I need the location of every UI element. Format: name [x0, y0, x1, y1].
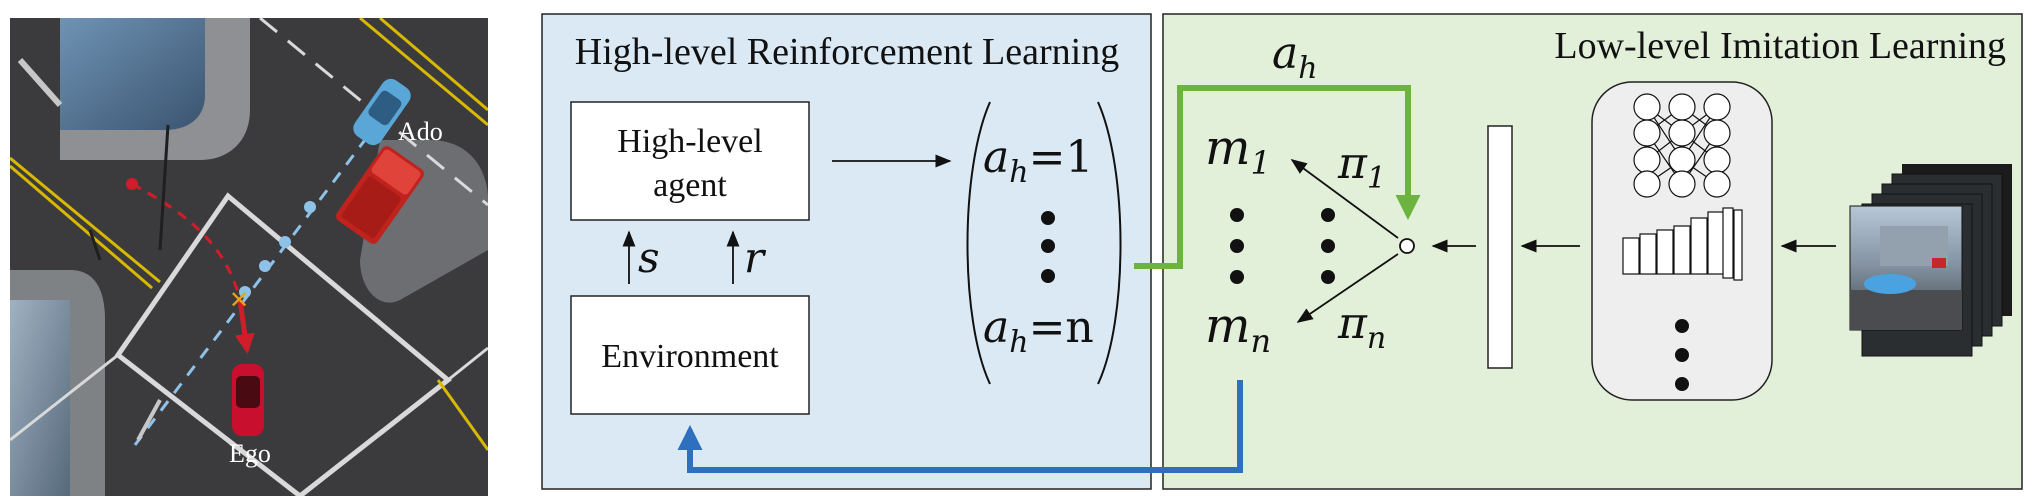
driving-scene: ✕ Ado Ego — [10, 18, 488, 496]
camera-image-front — [1849, 205, 1963, 331]
ado-waypoint — [259, 260, 271, 272]
network-ellipsis-dot — [1675, 377, 1689, 391]
high-level-title: High-level Reinforcement Learning — [575, 31, 1119, 73]
low-level-title: Low-level Imitation Learning — [1554, 25, 2006, 67]
environment-label: Environment — [601, 338, 779, 375]
mode-ellipsis-dot — [1230, 239, 1244, 253]
agent-label-line2: agent — [653, 167, 727, 204]
policy-ellipsis-dot — [1321, 239, 1335, 253]
ado-waypoint — [304, 201, 316, 213]
policy-arrow-last — [1296, 253, 1399, 323]
lane-yellow-3 — [359, 18, 488, 127]
mode-ellipsis-dot — [1230, 208, 1244, 222]
action-vector-right-paren — [1097, 101, 1122, 385]
action-first: ah=1 — [983, 132, 1093, 190]
mode-ellipsis-dot — [1230, 270, 1244, 284]
policy-last-label: πn — [1337, 298, 1386, 356]
action-vector-left-paren — [966, 101, 991, 385]
lot-outline — [114, 192, 452, 496]
policy-ellipsis-dot — [1321, 270, 1335, 284]
ado-car — [353, 78, 411, 146]
selected-action-label: ah — [1272, 28, 1318, 86]
ego-label: Ego — [229, 439, 271, 468]
lane-yellow-2 — [10, 164, 153, 290]
lane-white-3 — [447, 346, 488, 382]
cnn-icon — [1622, 207, 1743, 281]
policy-ellipsis-dot — [1321, 208, 1335, 222]
network-ellipsis-dot — [1675, 348, 1689, 362]
building-left — [10, 300, 70, 496]
red-truck — [336, 146, 424, 244]
mode-first: m1 — [1205, 120, 1271, 182]
building-top — [60, 18, 205, 130]
lane-white-2 — [10, 353, 119, 442]
mlp-icon — [1633, 93, 1731, 198]
policy-arrow-first — [1290, 159, 1399, 239]
reward-symbol: r — [744, 233, 767, 282]
ado-label: Ado — [398, 117, 443, 146]
pole — [158, 124, 170, 251]
environment-box — [570, 295, 810, 415]
lane-yellow-4 — [379, 18, 488, 112]
policy-first-label: π1 — [1337, 138, 1386, 196]
action-last: ah=n — [983, 302, 1094, 360]
feature-vector-bar — [1487, 125, 1513, 369]
state-symbol: s — [638, 233, 660, 282]
camera-image-stack — [1849, 164, 2012, 357]
junction-node — [1399, 238, 1415, 254]
selected-action-arrow — [1134, 85, 1421, 269]
agent-label-line1: High-level — [617, 123, 762, 160]
collision-mark: ✕ — [229, 286, 249, 314]
action-ellipsis-dot — [1041, 269, 1055, 283]
lane-yellow-5 — [436, 379, 488, 451]
ego-car — [232, 364, 264, 436]
network-ellipsis-dot — [1675, 319, 1689, 333]
street-lamp — [136, 399, 162, 441]
high-level-panel — [541, 13, 1152, 490]
street-lamp — [17, 58, 63, 107]
ego-start-point — [126, 178, 138, 190]
lane-yellow-1 — [10, 156, 161, 284]
ego-path — [131, 182, 242, 301]
high-level-agent-box — [570, 101, 810, 221]
feedback-arrow — [677, 380, 1243, 473]
ego-turn-arrow — [234, 299, 255, 354]
pole — [88, 229, 102, 261]
ado-waypoint — [279, 236, 291, 248]
ado-path — [133, 119, 382, 446]
action-ellipsis-dot — [1041, 239, 1055, 253]
camera-image-car — [1864, 274, 1916, 294]
action-ellipsis-dot — [1041, 211, 1055, 225]
mode-last: mn — [1205, 298, 1271, 360]
ado-waypoint — [239, 286, 251, 298]
